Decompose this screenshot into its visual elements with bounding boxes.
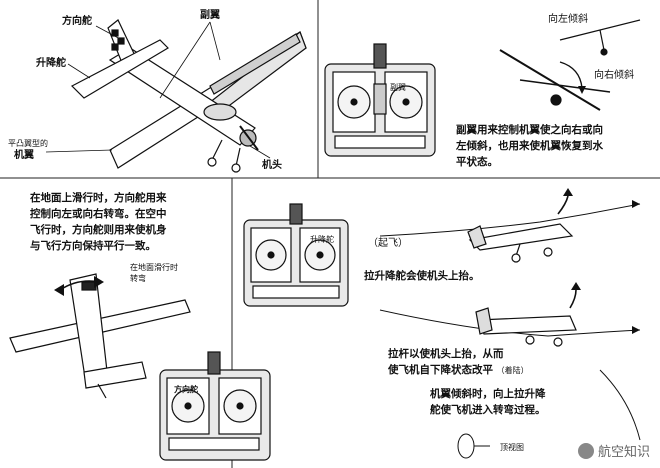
bank-planes [499,19,641,111]
aileron-label: 副翼 [200,10,220,21]
aileron-description: 副翼用来控制机翼使之向右或向 左倾斜，也用来使机翼恢复到水 平状态。 [456,124,603,168]
rudder-label: 方向舵 [62,16,92,27]
wechat-icon [577,442,594,459]
takeoff-label: （起飞） [368,238,408,249]
transmitter-aileron [324,43,436,157]
nose-label: 机头 [262,160,282,171]
pull-text: 拉杆以使机头上抬，从而 使飞机自下降状态改平 （着陆） [388,348,529,376]
tx-aileron-label: 副翼 [390,83,406,92]
plane-bank-right-wing [499,49,601,111]
tail-top [83,361,147,389]
elevator-text: 拉升降舵会使机头上抬。 [364,270,480,282]
plane-landing [475,307,577,347]
rudder-description: 在地面上滑行时，方向舵用来 控制向左或向右转弯。在空中 飞行时，方向舵则用来使机… [30,192,167,252]
transmitter-rudder [159,351,271,461]
watermark: 航空知识 [577,441,650,460]
top-view-small [457,433,490,459]
top-view-label: 顶视图 [500,443,524,452]
bank-left-label: 向左倾斜 [548,14,588,25]
taxi-note: 在地面滑行时 转弯 [130,263,178,283]
horizontal-stabilizer [70,39,169,99]
taxi-arrows [54,276,104,296]
airplane-top-view [9,273,191,399]
airplane-perspective [70,19,307,173]
elevator-label: 升降舵 [36,58,66,69]
bank-right-label: 向右倾斜 [594,70,634,81]
flight-paths [379,200,641,441]
transmitter-elevator [243,203,349,307]
turn-text: 机翼倾斜时，向上拉升降 舵使飞机进入转弯过程。 [430,388,546,416]
tx-elevator-label: 升降舵 [310,235,334,244]
aileron-strip [209,33,301,95]
plane-takeoff [467,223,574,263]
landing-label: （着陆） [496,366,529,375]
tx-rudder-label: 方向舵 [174,385,198,394]
wing-label: 机翼 [14,150,34,161]
wing-note-label: 平凸翼型的 [8,139,48,148]
